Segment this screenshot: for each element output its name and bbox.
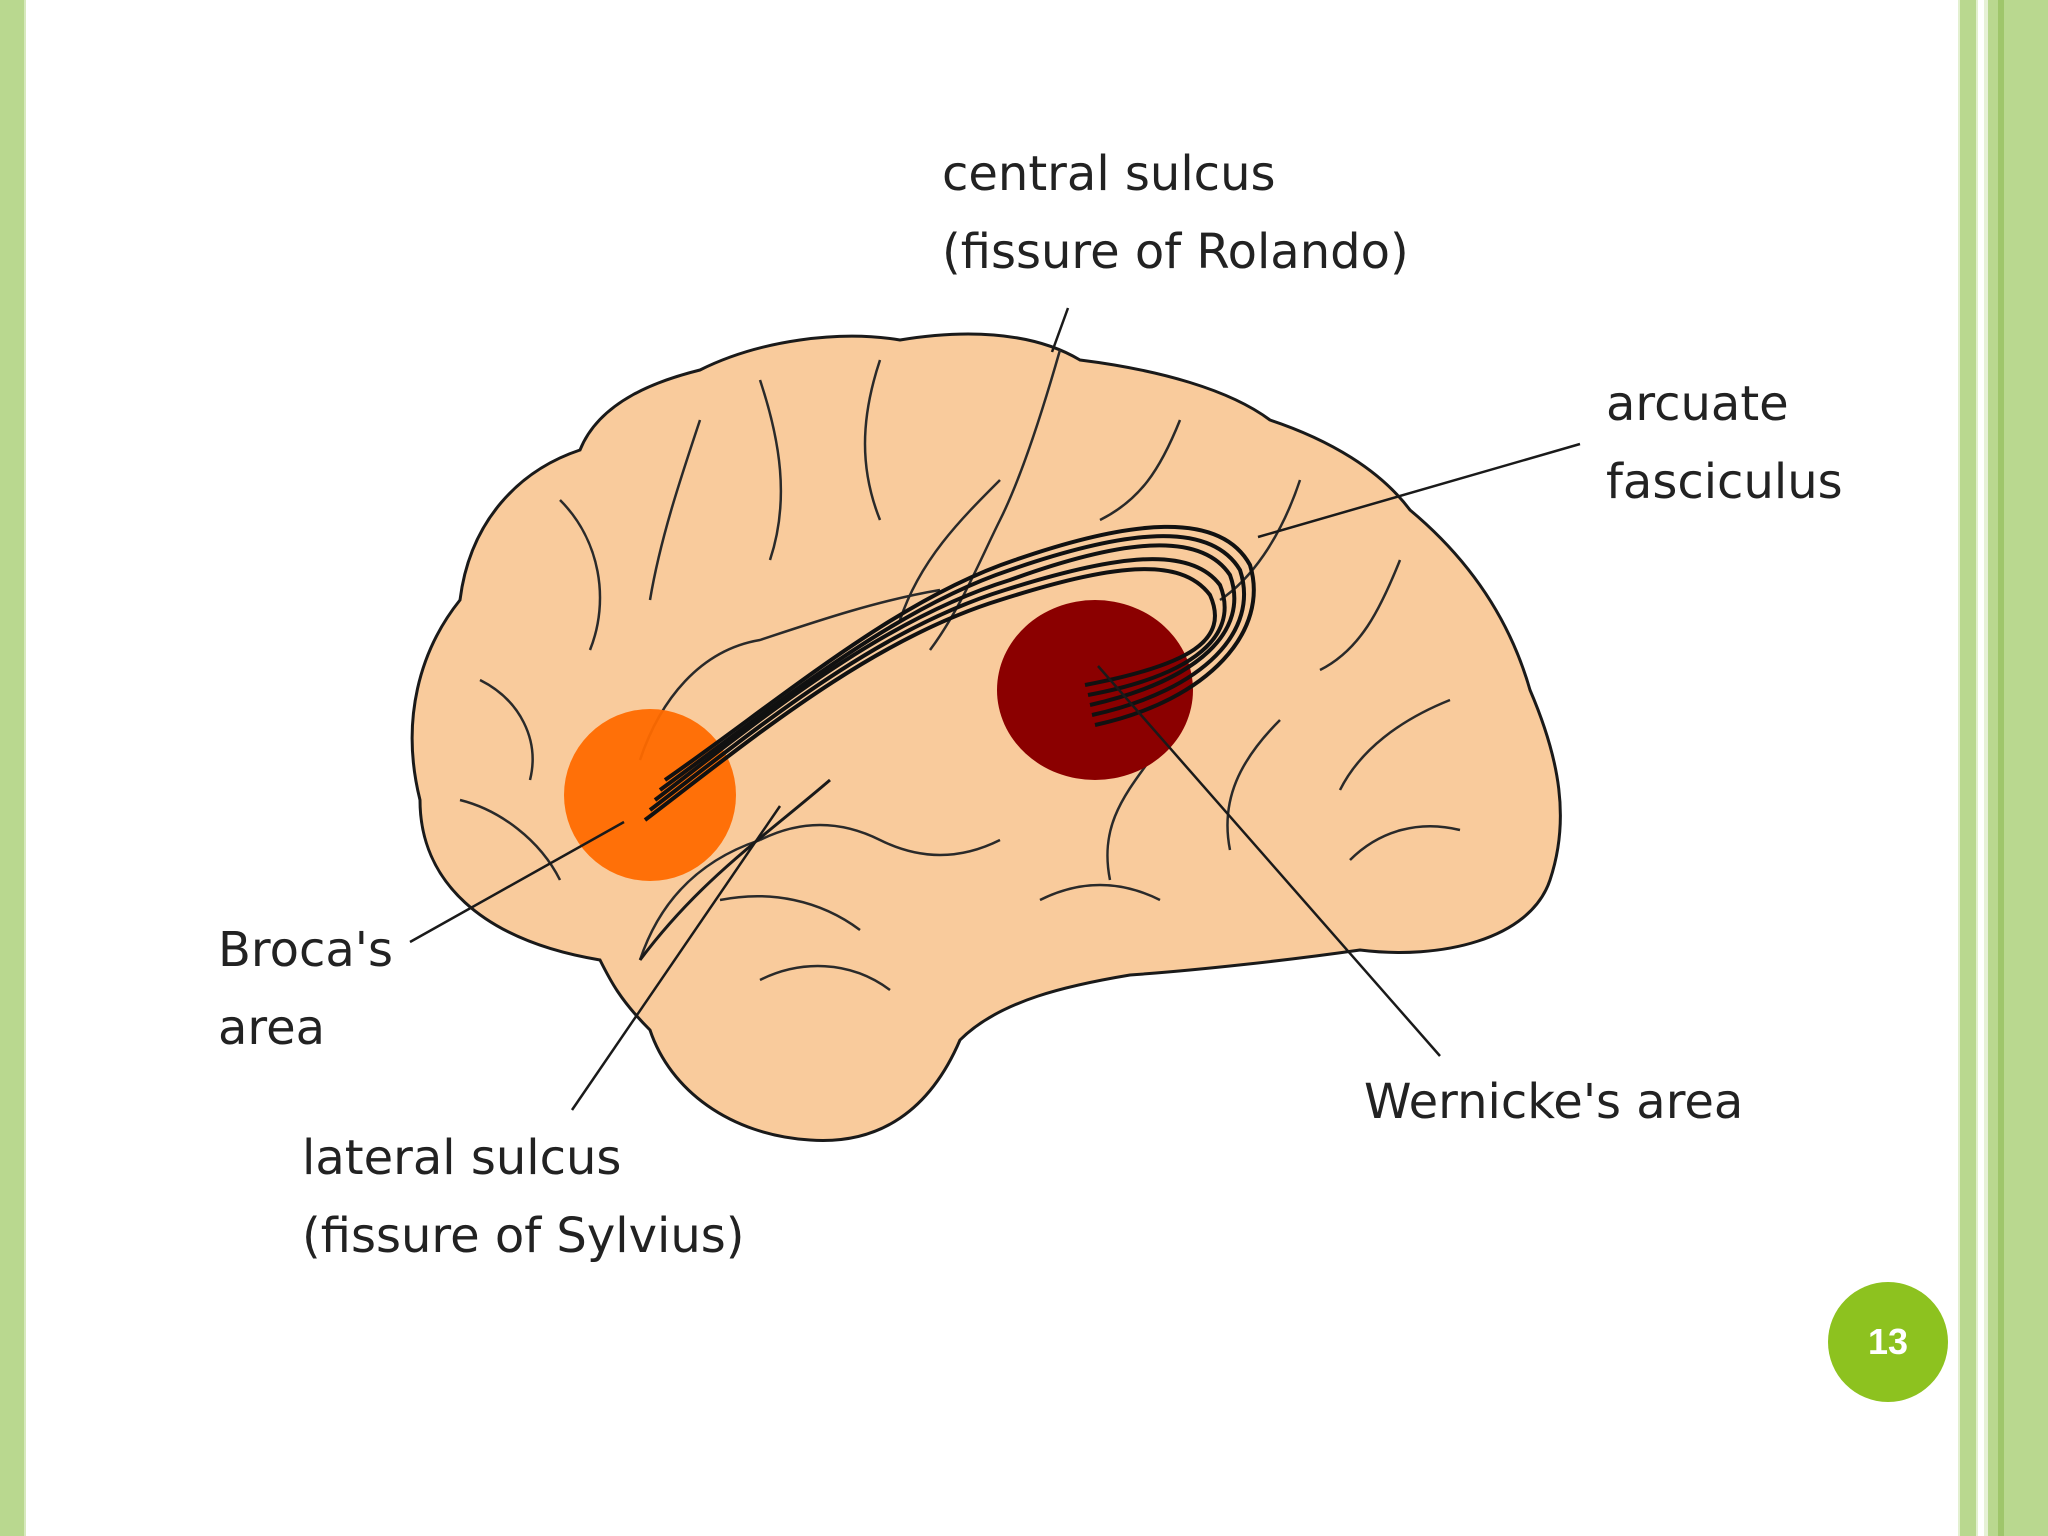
central-sulcus-label-line1: central sulcus [942, 146, 1276, 202]
arcuate-label-line1: arcuate [1606, 376, 1789, 432]
arcuate-leader [1257, 442, 1581, 539]
lateral-sulcus-label-line2: (fissure of Sylvius) [302, 1208, 745, 1264]
broca-area-region [564, 709, 736, 881]
central-sulcus-label-line2: (fissure of Rolando) [942, 224, 1409, 280]
lateral-sulcus-line [638, 778, 831, 961]
right-frame-border-inner [1958, 0, 1978, 1536]
central-sulcus-leader [1050, 307, 1070, 353]
brain-outline [410, 332, 1562, 1142]
wernicke-area-region [997, 600, 1193, 780]
leader-lines [409, 307, 1581, 1111]
wernicke-leader [1097, 665, 1441, 1057]
arcuate-fasciculus-fibers [643, 524, 1256, 822]
broca-label-line2: area [218, 1000, 325, 1056]
left-frame-border [0, 0, 26, 1536]
lateral-sulcus-leader [570, 805, 782, 1111]
slide-number-badge: 13 [1828, 1282, 1948, 1402]
lateral-sulcus-label-line1: lateral sulcus [302, 1130, 621, 1186]
broca-leader [409, 820, 625, 944]
broca-label-line1: Broca's [218, 922, 393, 978]
wernicke-label: Wernicke's area [1364, 1074, 1743, 1130]
right-frame-border-outer [1984, 0, 2048, 1536]
arcuate-label-line2: fasciculus [1606, 454, 1843, 510]
